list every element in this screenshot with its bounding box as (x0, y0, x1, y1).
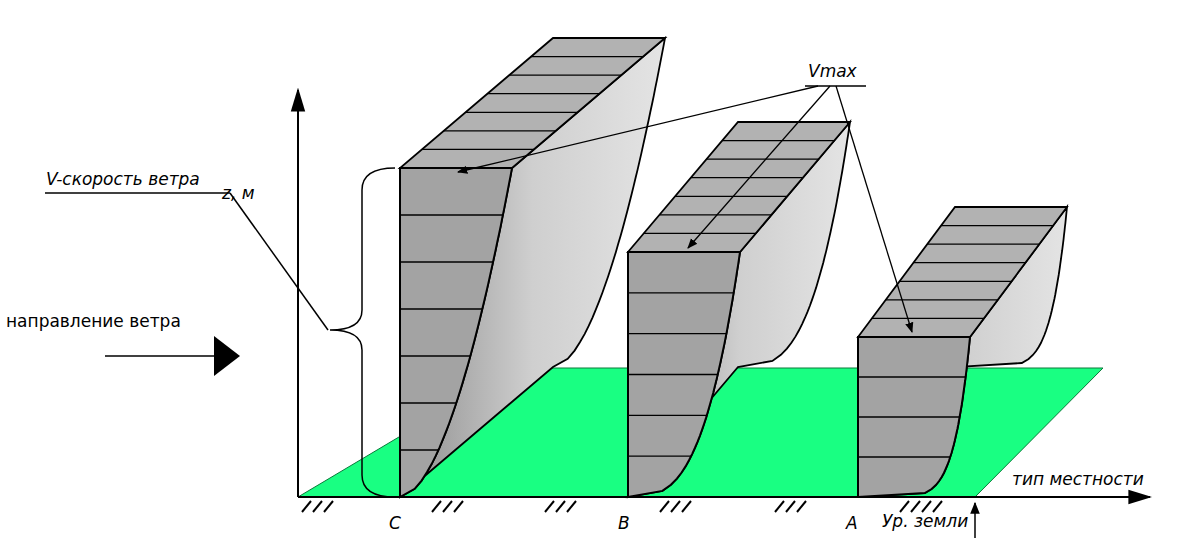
wind-arrow-head (214, 336, 240, 376)
profile-rib (466, 112, 578, 113)
profile-surface (628, 122, 850, 497)
leader-underline (45, 192, 230, 194)
hatch-stroke (545, 501, 554, 512)
profile-rib (659, 214, 771, 215)
z-axis (297, 90, 299, 497)
ground-level-label: Ур. земли (882, 512, 968, 531)
hatch-stroke (660, 501, 669, 512)
profile-rib (422, 149, 534, 150)
profile-rib (941, 225, 1053, 226)
profile-top (858, 207, 1067, 337)
profile-rib (858, 416, 960, 417)
vmax-label: Vmax (808, 62, 857, 81)
profile-rib (400, 214, 503, 215)
hatch-stroke (797, 501, 806, 512)
callout-label: V-скорость ветра (46, 170, 200, 189)
leader-line (230, 193, 328, 330)
vmax-leader (688, 86, 830, 248)
hatch-stroke (786, 501, 795, 512)
profile-rib (628, 374, 718, 375)
wind-direction-label: направление ветра (6, 312, 181, 331)
profile-rib (858, 456, 950, 457)
terrain-letter: A (846, 514, 858, 533)
hatch-stroke (922, 501, 931, 512)
profile-front (858, 337, 970, 497)
profile-top (400, 38, 665, 168)
terrain-letter: B (618, 514, 630, 533)
hatch-stroke (682, 501, 691, 512)
hatch-stroke (302, 501, 311, 512)
profile-rib (444, 130, 556, 131)
profile-rib (900, 281, 1012, 282)
terrain-axis (298, 496, 1150, 498)
profile-surface (858, 207, 1067, 497)
hatch-stroke (671, 501, 680, 512)
profile-top (628, 122, 850, 252)
hatch-stroke (454, 501, 463, 512)
profile-rib (531, 56, 643, 57)
profile-rib (487, 93, 599, 94)
profile-front (400, 168, 512, 497)
profile-rib (691, 177, 803, 178)
axis-label: тип местности (1012, 470, 1144, 489)
hatch-stroke (313, 501, 322, 512)
ground-hatching (302, 501, 942, 512)
hatch-stroke (933, 501, 942, 512)
profile-rib (927, 243, 1039, 244)
profile-rib (675, 196, 787, 197)
profile-surface (400, 38, 665, 497)
hatch-stroke (911, 501, 920, 512)
profile-rib (628, 292, 734, 293)
hatch-stroke (567, 501, 576, 512)
profile-rib (858, 376, 966, 377)
vmax-leader (458, 86, 818, 172)
height-brace (330, 168, 395, 497)
profile-rib (872, 318, 984, 319)
profile-rib (400, 355, 470, 356)
hatch-stroke (443, 501, 452, 512)
profile-rib (400, 308, 482, 309)
hatch-stroke (775, 501, 784, 512)
hatch-stroke (432, 501, 441, 512)
profile-rib (707, 158, 819, 159)
profile-rib (400, 261, 493, 262)
profile-rib (400, 449, 438, 450)
profile-front (628, 252, 740, 497)
hatch-stroke (324, 501, 333, 512)
profile-rib (628, 415, 707, 416)
profile-rib (509, 74, 621, 75)
axis-label: z, м (222, 184, 255, 203)
hatch-stroke (900, 501, 909, 512)
profile-rib (913, 262, 1025, 263)
terrain-letter: C (389, 514, 401, 533)
profile-rib (400, 402, 456, 403)
profile-rib (628, 333, 726, 334)
ground-level-arrow (974, 503, 976, 538)
vmax-leader (836, 86, 912, 332)
profile-rib (722, 140, 834, 141)
hatch-stroke (556, 501, 565, 512)
wind-arrow-shaft (105, 355, 218, 357)
profile-blocks (400, 38, 1067, 497)
profile-rib (628, 456, 691, 457)
